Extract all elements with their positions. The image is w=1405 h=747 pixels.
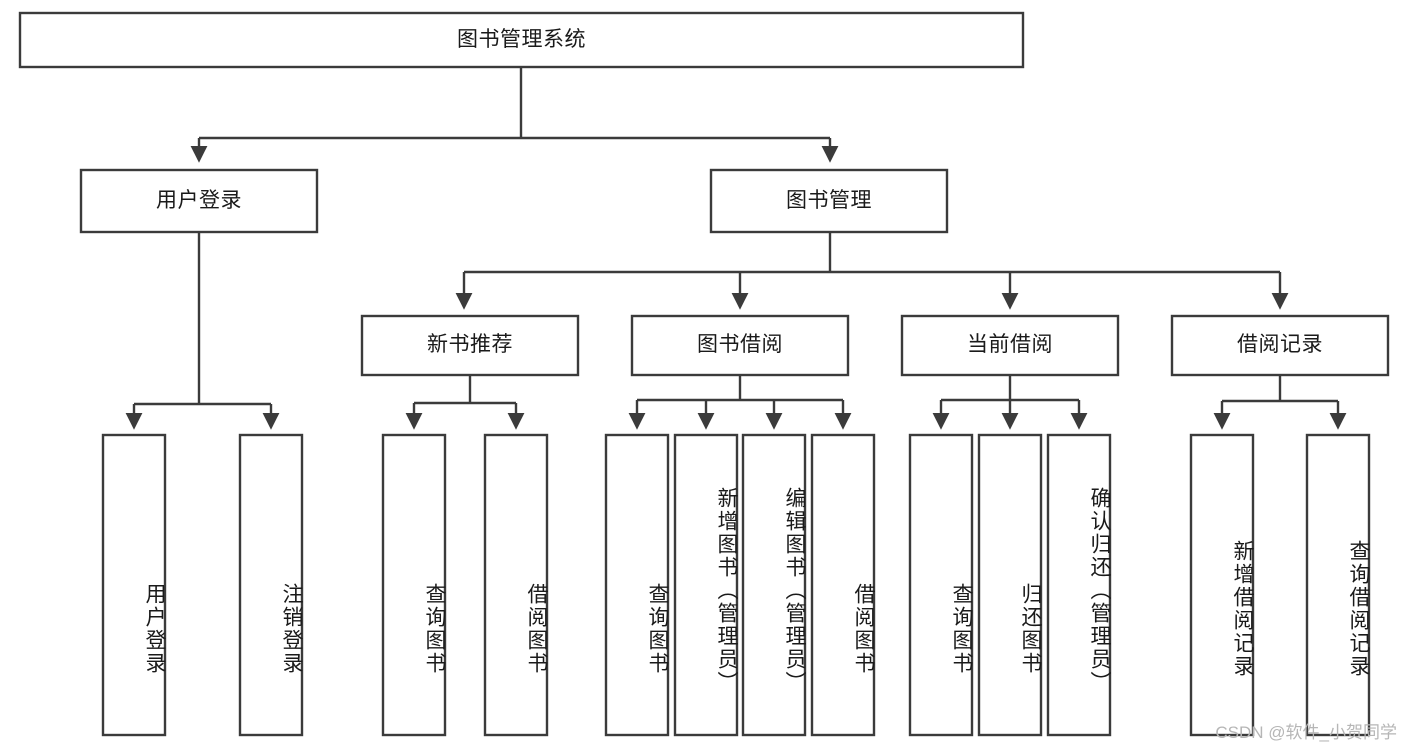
connector-user-login-to-leaves xyxy=(125,232,280,430)
node-level4-3[interactable] xyxy=(483,433,549,737)
node-level4-7[interactable] xyxy=(810,433,876,737)
node-level4-1[interactable] xyxy=(238,433,304,737)
connector-borrow-to-leaves xyxy=(628,375,852,430)
node-level3-2[interactable] xyxy=(900,314,1120,377)
node-level4-6[interactable] xyxy=(741,433,807,737)
node-level2-0[interactable] xyxy=(79,168,319,234)
node-level4-5[interactable] xyxy=(673,433,739,737)
node-level3-3[interactable] xyxy=(1170,314,1390,377)
connector-current-borrow-to-leaves xyxy=(932,375,1088,430)
node-level3-0[interactable] xyxy=(360,314,580,377)
node-level4-10[interactable] xyxy=(1046,433,1112,737)
node-level4-9[interactable] xyxy=(977,433,1043,737)
node-level2-1[interactable] xyxy=(709,168,949,234)
node-level4-0[interactable] xyxy=(101,433,167,737)
connector-book-manage-to-level3 xyxy=(455,232,1289,310)
connector-new-book-to-leaves xyxy=(405,375,525,430)
node-level3-1[interactable] xyxy=(630,314,850,377)
connector-borrow-record-to-leaves xyxy=(1213,375,1347,430)
node-level4-12[interactable] xyxy=(1305,433,1371,737)
node-level4-11[interactable] xyxy=(1189,433,1255,737)
node-level4-8[interactable] xyxy=(908,433,974,737)
node-level4-2[interactable] xyxy=(381,433,447,737)
node-level4-4[interactable] xyxy=(604,433,670,737)
node-root[interactable] xyxy=(18,11,1025,69)
connector-root-to-level2 xyxy=(190,67,839,163)
